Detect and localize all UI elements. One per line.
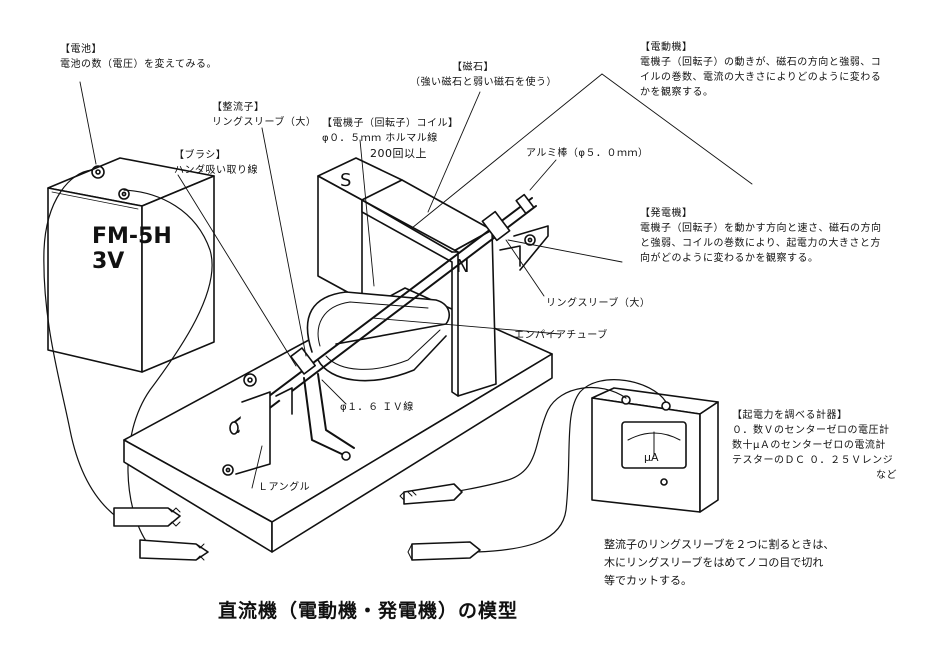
- meter-line: テスターのＤＣ ０．２５Ｖレンジ: [732, 455, 894, 466]
- iv-wire-brush: [303, 373, 355, 461]
- l-angle: [499, 225, 549, 271]
- generator-heading: 【発電機】: [640, 208, 693, 219]
- magnet-pole-n: N: [456, 256, 469, 277]
- commutator-heading: 【整流子】: [212, 102, 265, 113]
- alligator-clip: [407, 541, 481, 561]
- battery-model-label: FM-5H: [92, 224, 172, 249]
- battery-lead-left: [43, 169, 119, 519]
- battery-voltage-label: 3V: [92, 249, 124, 274]
- meter-dial-unit: μA: [644, 451, 659, 464]
- generator-label: 【発電機】 電機子（回転子）を動かす方向と速さ、磁石の方向 と強弱、コイルの巻数…: [640, 206, 882, 266]
- armature-coil: [306, 291, 450, 382]
- magnet-label: 【磁石】 （強い磁石と弱い磁石を使う）: [410, 60, 557, 90]
- leader-lines: [79, 73, 753, 489]
- ring-sleeve-right-label: リングスリーブ（大）: [546, 298, 651, 309]
- armature-coil-note: 200回以上: [370, 147, 427, 160]
- commutator-desc: リングスリーブ（大）: [212, 117, 317, 128]
- brush-heading: 【ブラシ】: [174, 150, 227, 161]
- generator-line: と強弱、コイルの巻数により、起電力の大きさと方: [640, 238, 881, 249]
- hand-note-line: 等でカットする。: [604, 574, 692, 587]
- generator-line: 向がどのように変わるかを観察する。: [640, 253, 819, 264]
- meter-heading: 【起電力を調べる計器】: [732, 410, 848, 421]
- motor-label: 【電動機】 電機子（回転子）の動きが、磁石の方向と強弱、コ イルの巻数、電流の大…: [640, 40, 881, 100]
- battery-heading: 【電池】: [60, 44, 102, 55]
- meter: [591, 387, 719, 513]
- hand-note-line: 整流子のリングスリーブを２つに割るときは、: [604, 538, 835, 551]
- meter-lead-right: [475, 379, 667, 553]
- base-board: [123, 287, 553, 553]
- armature-coil-heading: 【電機子（回転子）コイル】: [322, 118, 459, 129]
- meter-label: 【起電力を調べる計器】 ０．数Ｖのセンターゼロの電圧計 数十μＡのセンターゼロの…: [732, 408, 897, 483]
- motor-line: 電機子（回転子）の動きが、磁石の方向と強弱、コ: [640, 57, 882, 68]
- alligator-clip: [113, 507, 181, 527]
- generator-line: 電機子（回転子）を動かす方向と速さ、磁石の方向: [640, 223, 882, 234]
- ring-sleeve: [289, 193, 535, 375]
- battery-desc: 電池の数（電圧）を変えてみる。: [60, 59, 217, 70]
- armature-coil-label: 【電機子（回転子）コイル】 φ０．５ｍｍ ホルマル線 200回以上: [322, 116, 459, 161]
- brush-label: 【ブラシ】 ハンダ吸い取り線: [174, 148, 258, 178]
- meter-line: など: [876, 470, 897, 481]
- armature-coil-desc: φ０．５ｍｍ ホルマル線: [322, 133, 438, 144]
- magnet-desc: （強い磁石と弱い磁石を使う）: [410, 77, 557, 88]
- handwritten-note: 整流子のリングスリーブを２つに割るときは、 木にリングスリーブをはめてノコの目で…: [604, 536, 834, 590]
- aluminum-rod-label: アルミ棒（φ５．０ｍｍ）: [526, 148, 649, 159]
- alligator-clip: [139, 539, 209, 561]
- motor-line: かを観察する。: [640, 87, 714, 98]
- meter-terminal: [621, 395, 631, 405]
- empire-tube-label: エンパイアチューブ: [514, 330, 608, 341]
- alligator-clip: [399, 483, 463, 505]
- meter-line: 数十μＡのセンターゼロの電流計: [732, 440, 886, 451]
- meter-line: ０．数Ｖのセンターゼロの電圧計: [732, 425, 890, 436]
- magnet: [317, 157, 497, 397]
- battery-lead-right: [123, 189, 213, 545]
- iv-wire-label: φ１．６ ＩＶ線: [340, 402, 414, 413]
- battery-label: 【電池】 電池の数（電圧）を変えてみる。: [60, 42, 217, 72]
- meter-terminal: [661, 401, 671, 411]
- hand-note-line: 木にリングスリーブをはめてノコの目で切れ: [604, 556, 824, 569]
- magnet-heading: 【磁石】: [452, 62, 494, 73]
- page-title: 直流機（電動機・発電機）の模型: [218, 600, 519, 622]
- motor-heading: 【電動機】: [640, 42, 693, 53]
- commutator-label: 【整流子】 リングスリーブ（大）: [212, 100, 316, 130]
- l-angle: [222, 373, 293, 476]
- battery-terminal: [118, 188, 130, 200]
- brush-desc: ハンダ吸い取り線: [174, 165, 258, 176]
- magnet-pole-s: S: [340, 170, 351, 191]
- motor-line: イルの巻数、電流の大きさによりどのように変わる: [640, 72, 882, 83]
- battery-terminal: [91, 165, 105, 179]
- l-angle-label: Ｌアングル: [258, 482, 311, 493]
